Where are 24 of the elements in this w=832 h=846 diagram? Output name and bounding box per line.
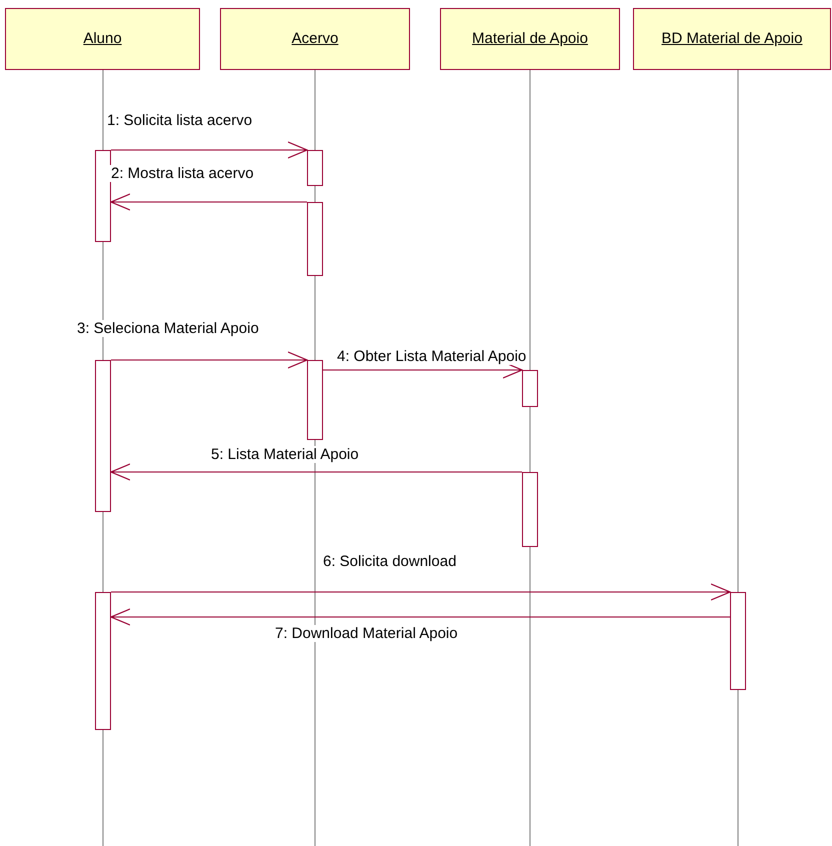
activation-bar <box>522 472 538 547</box>
activation-bar <box>95 150 111 242</box>
message-arrow <box>110 463 522 481</box>
lifeline-head: Material de Apoio <box>440 8 620 70</box>
message-arrow <box>110 193 308 211</box>
activation-bar <box>730 592 746 690</box>
message-label: 3: Seleciona Material Apoio <box>76 320 260 337</box>
message-arrow <box>110 608 730 626</box>
activation-bar <box>307 360 323 440</box>
activation-bar <box>307 150 323 186</box>
message-label: 5: Lista Material Apoio <box>210 446 360 463</box>
lifeline-head: Acervo <box>220 8 410 70</box>
activation-bar <box>307 202 323 276</box>
message-arrow <box>110 141 308 159</box>
message-label: 2: Mostra lista acervo <box>110 165 255 182</box>
activation-bar <box>95 592 111 730</box>
message-label: 7: Download Material Apoio <box>274 625 459 642</box>
activation-bar <box>522 370 538 407</box>
message-label: 4: Obter Lista Material Apoio <box>336 348 528 365</box>
lifeline-head: Aluno <box>5 8 200 70</box>
activation-bar <box>95 360 111 512</box>
message-arrow <box>110 351 308 369</box>
lifeline-head: BD Material de Apoio <box>633 8 831 70</box>
message-arrow <box>110 583 731 601</box>
